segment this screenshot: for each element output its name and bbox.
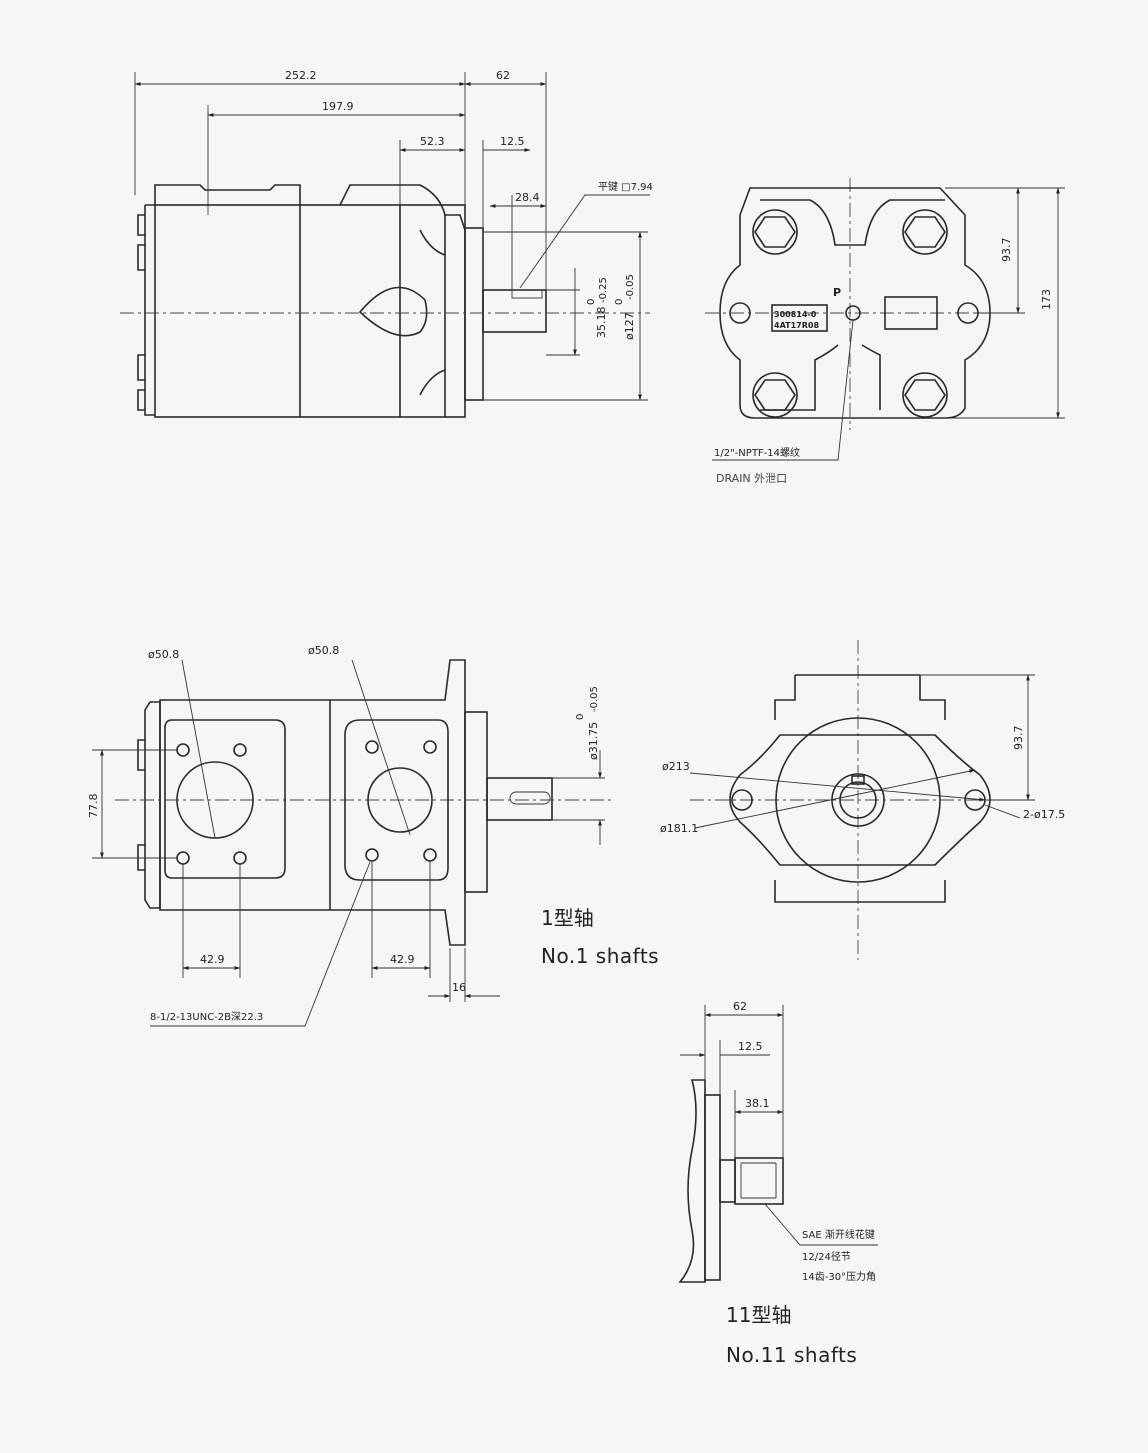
spline-line3: 14齿-30°压力角 [802, 1270, 876, 1283]
dim-pilot-dia-upper: 0 [614, 299, 625, 305]
caption-cn-no11: 11型轴 [726, 1303, 791, 1327]
spline-line2: 12/24径节 [802, 1250, 851, 1263]
key-label: 平键 □7.94 [598, 180, 653, 193]
dim-shaft-dia: ø31.75 [587, 722, 600, 760]
caption-en-no1: No.1 shafts [541, 944, 659, 968]
port-letter-p: P [833, 286, 841, 299]
bolt-boss-tl [752, 209, 798, 255]
dim-key-length: 28.4 [515, 191, 540, 204]
spline-line1: SAE 渐开线花键 [802, 1228, 875, 1241]
thread-note: 8-1/2-13UNC-2B深22.3 [150, 1011, 263, 1023]
bolt-boss-tr [902, 209, 948, 255]
dim-body-length: 197.9 [322, 100, 354, 113]
dim-flange-thickness: 16 [452, 981, 466, 994]
shaft11-view: 62 12.5 38.1 SAE 渐开线花键 12/24径节 14齿-30°压力… [678, 1000, 878, 1367]
drain-thread: 1/2"-NPTF-14螺纹 [714, 446, 800, 459]
dim-bolt-spacing-v: 77.8 [87, 794, 100, 819]
flange-view: ø213 ø181.1 93.7 2-ø17.5 [660, 640, 1065, 960]
dim-pilot-length: 12.5 [738, 1040, 763, 1053]
nameplate-line1: 300814-0 [774, 310, 817, 319]
nameplate-line2: 4AT17R08 [774, 321, 819, 330]
dim-shaft-dia-lower: -0.25 [598, 277, 609, 303]
dim-overall-length: 252.2 [285, 69, 317, 82]
mount-holes: 2-ø17.5 [1023, 808, 1065, 821]
dim-total-height: 173 [1040, 289, 1053, 310]
caption-cn-no1: 1型轴 [541, 906, 594, 930]
top-view: ø50.8 ø50.8 77.8 42.9 42.9 16 8-1/2-13UN… [87, 644, 659, 1027]
dim-shaft-dia-lower: -0.05 [589, 686, 600, 712]
dim-pilot-length: 12.5 [500, 135, 525, 148]
dim-height: 93.7 [1012, 726, 1025, 751]
bolt-boss-br [902, 372, 948, 418]
dim-pilot: ø181.1 [660, 822, 698, 835]
side-view: 252.2 62 197.9 52.3 12.5 28.4 平键 □7.94 [120, 69, 653, 418]
dim-bolt-spacing-h2: 42.9 [390, 953, 415, 966]
dim-bolt-circle: ø213 [662, 760, 690, 773]
caption-en-no11: No.11 shafts [726, 1343, 857, 1367]
dim-shaft-length: 62 [733, 1000, 747, 1013]
dim-pilot-dia: ø127 [623, 312, 636, 340]
dim-spline-length: 38.1 [745, 1097, 770, 1110]
dim-pilot-dia-lower: -0.05 [625, 274, 636, 300]
end-view: 300814-0 4AT17R08 P 93.7 173 1/2"-NPTF-1… [705, 178, 1065, 485]
bolt-boss-bl [752, 372, 798, 418]
port2-dia: ø50.8 [308, 644, 339, 657]
port1-dia: ø50.8 [148, 648, 179, 661]
dim-center-height: 93.7 [1000, 238, 1013, 263]
dim-shaft-dia: 35.18 [595, 307, 608, 339]
dim-shaft-dia-upper: 0 [586, 299, 597, 305]
dim-shaft-dia-upper: 0 [575, 714, 586, 720]
dim-port-offset: 52.3 [420, 135, 445, 148]
drain-label: DRAIN 外泄口 [716, 472, 787, 485]
dim-bolt-spacing-h1: 42.9 [200, 953, 225, 966]
dim-shaft-length: 62 [496, 69, 510, 82]
